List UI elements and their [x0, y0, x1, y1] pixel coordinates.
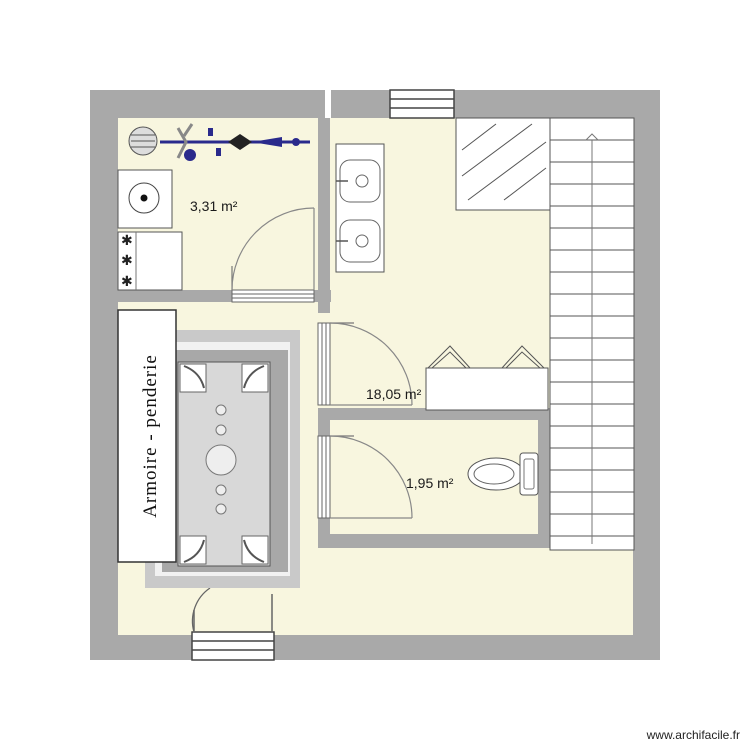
svg-text:✱: ✱: [121, 253, 133, 269]
utility-door[interactable]: [231, 207, 315, 303]
cooktop: ✱ ✱ ✱: [117, 231, 183, 291]
bathroom-door[interactable]: [317, 322, 413, 406]
double-sink: [335, 143, 385, 273]
wardrobe: Armoire - penderie: [117, 309, 177, 563]
wc-area-label: 1,95 m²: [406, 475, 454, 491]
dining-table: [177, 361, 271, 567]
toilet: [467, 452, 539, 496]
washing-machine: [117, 169, 173, 229]
wc-door[interactable]: [317, 435, 413, 519]
utility-area-label: 3,31 m²: [190, 198, 238, 214]
watermark: www.archifacile.fr: [646, 728, 740, 742]
wall-utility-right: [318, 118, 330, 313]
window-top: [389, 89, 455, 119]
bathtub: [425, 345, 549, 411]
shower: [455, 117, 551, 211]
wall-wc-top: [318, 408, 548, 420]
wall-wc-right: [538, 408, 550, 548]
entrance-door[interactable]: [191, 587, 275, 661]
svg-text:✱: ✱: [121, 274, 133, 290]
wardrobe-label: Armoire - penderie: [140, 354, 161, 518]
main-area-label: 18,05 m²: [366, 386, 422, 402]
bike-icon: [128, 123, 310, 161]
staircase: [549, 117, 635, 551]
wall-gap-top: [325, 90, 331, 118]
svg-text:✱: ✱: [121, 233, 133, 249]
wall-wc-bottom: [318, 534, 548, 548]
